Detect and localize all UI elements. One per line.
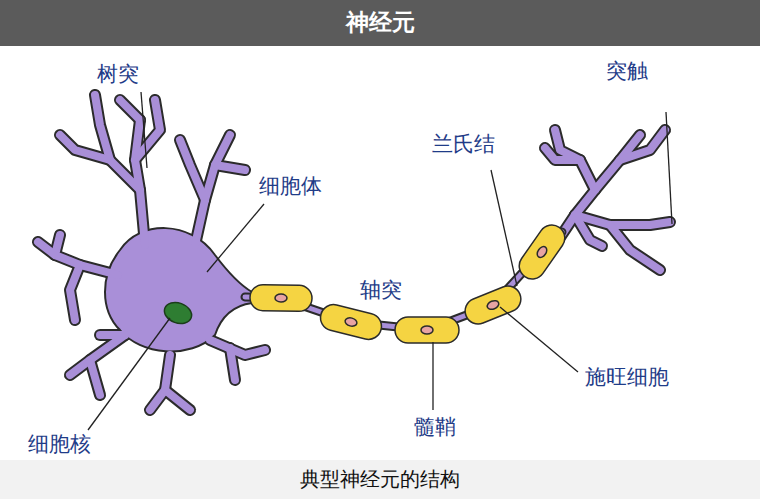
leader-lines <box>88 92 672 430</box>
part-label: 轴突 <box>360 279 402 302</box>
title: 神经元 <box>346 10 415 35</box>
dendrite-outline <box>38 95 670 410</box>
part-label: 树突 <box>97 63 139 86</box>
part-label: 施旺细胞 <box>585 366 669 389</box>
axon <box>245 232 562 330</box>
part-label: 兰氏结 <box>432 133 495 156</box>
title-bar <box>0 0 760 46</box>
part-label: 髓鞘 <box>414 416 456 439</box>
caption-band <box>0 460 760 499</box>
part-label: 细胞体 <box>259 175 322 198</box>
dendrite-fill <box>38 95 670 410</box>
part-label: 细胞核 <box>28 433 91 456</box>
axon-outline <box>245 232 562 330</box>
caption: 典型神经元的结构 <box>300 468 460 490</box>
part-label: 突触 <box>606 60 648 83</box>
